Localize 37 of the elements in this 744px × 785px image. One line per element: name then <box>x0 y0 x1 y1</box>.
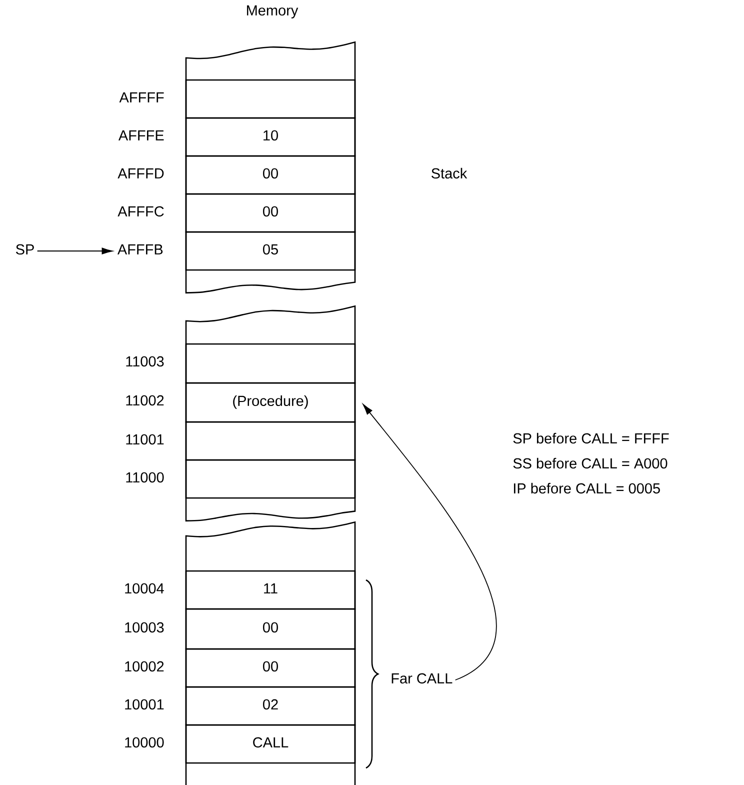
address-label: 11000 <box>126 472 164 483</box>
memory-cell: 11 <box>185 570 356 610</box>
arrow <box>362 404 496 680</box>
address-label: AFFFD <box>118 168 164 178</box>
address-label: 10000 <box>125 737 164 748</box>
region-label: Stack <box>432 168 468 179</box>
group-label: Far CALL <box>392 673 452 684</box>
memory-cell: CALL <box>185 724 356 764</box>
note-text: SP before CALL = FFFF <box>513 432 669 444</box>
heading: Memory <box>247 5 298 18</box>
memory-cell: 02 <box>185 686 356 726</box>
address-label: 11001 <box>126 434 164 445</box>
arrow <box>36 248 113 254</box>
address-label: 10001 <box>125 699 164 710</box>
note-text: IP before CALL = 0005 <box>514 482 660 494</box>
address-label: AFFFE <box>118 130 164 140</box>
memory-cell <box>185 421 356 461</box>
memory-cell <box>185 459 356 499</box>
address-label: AFFFC <box>118 206 164 217</box>
address-label: 10003 <box>125 622 164 633</box>
address-label: 10004 <box>125 583 164 594</box>
memory-cell: 00 <box>185 155 356 195</box>
memory-cell: 10 <box>185 117 356 157</box>
memory-cell: 00 <box>185 608 356 650</box>
memory-cell <box>185 343 356 384</box>
address-label: 10002 <box>125 661 164 672</box>
address-label: AFFFB <box>117 244 163 254</box>
address-label: 11003 <box>126 356 164 367</box>
memory-cell: (Procedure) <box>185 382 356 423</box>
pointer-label: SP <box>16 244 34 255</box>
note-text: SS before CALL = A000 <box>513 458 668 469</box>
memory-cell: 05 <box>185 231 356 271</box>
address-label: 11002 <box>126 395 164 406</box>
address-label: AFFFF <box>119 92 164 102</box>
memory-cell: 00 <box>185 648 356 688</box>
memory-cell: 00 <box>185 193 356 233</box>
memory-cell <box>185 79 356 119</box>
